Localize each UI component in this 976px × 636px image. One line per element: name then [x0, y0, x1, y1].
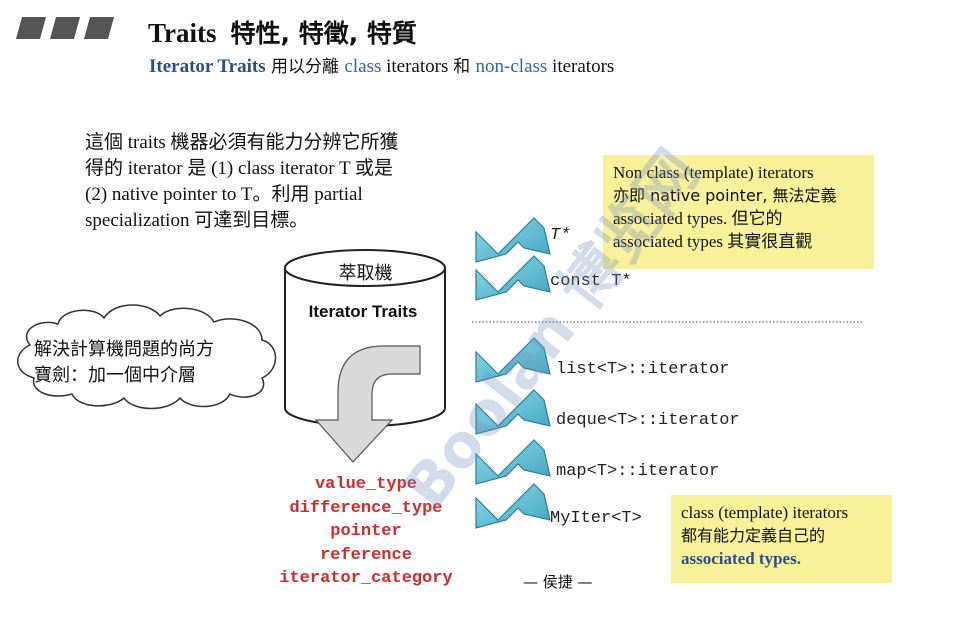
- extractor-label: 萃取機: [338, 263, 393, 284]
- page-title: Traits 特性, 特徵, 特質: [148, 14, 417, 50]
- type-label-pointer: T*: [550, 226, 571, 245]
- type-label-map-iterator: map<T>::iterator: [556, 462, 720, 481]
- subtitle: Iterator Traits 用以分離 class iterators 和 n…: [149, 52, 614, 78]
- type-label-deque-iterator: deque<T>::iterator: [556, 411, 740, 430]
- cloud-line: 解決計算機問題的尚方: [34, 339, 214, 360]
- note-line: associated types. 但它的: [613, 209, 783, 228]
- associated-type: pointer: [330, 522, 402, 541]
- subtitle-part: iterators: [547, 56, 615, 77]
- subtitle-part: non-class: [475, 56, 548, 77]
- description-line: 這個 traits 機器必須有能力分辨它所獲: [85, 132, 399, 153]
- note-line: Non class (template) iterators: [613, 163, 814, 182]
- cloud-shape: [17, 304, 277, 410]
- note-line: class (template) iterators: [681, 503, 849, 522]
- note-line: associated types.: [681, 549, 801, 568]
- subtitle-part: iterators: [381, 56, 454, 77]
- title-decoration-bars: [16, 17, 114, 39]
- description-line: 得的 iterator 是 (1) class iterator T 或是: [85, 158, 393, 179]
- description-line: specialization 可達到目標。: [85, 210, 309, 231]
- cylinder-iterator-traits: [284, 249, 446, 427]
- associated-type: reference: [320, 545, 412, 565]
- subtitle-part: class: [344, 56, 382, 77]
- type-label-const-pointer: const T*: [550, 272, 632, 291]
- subtitle-part: 用以分離: [265, 57, 345, 77]
- cloud-text: 解決計算機問題的尚方 寶劍：加一個中介層: [34, 337, 264, 389]
- cloud-line: 寶劍：加一個中介層: [34, 365, 196, 386]
- associated-types-list: value_type difference_type pointer refer…: [262, 473, 470, 591]
- note-line: 亦即 native pointer, 無法定義: [613, 186, 837, 205]
- description-paragraph: 這個 traits 機器必須有能力分辨它所獲 得的 iterator 是 (1)…: [85, 130, 465, 234]
- associated-type: difference_type: [289, 498, 443, 518]
- curved-arrow: [314, 345, 421, 463]
- note-line: 都有能力定義自己的: [681, 526, 826, 545]
- note-class-iterators: class (template) iterators 都有能力定義自己的 ass…: [671, 495, 892, 583]
- title-cjk-text: 特性, 特徵, 特質: [230, 19, 417, 48]
- associated-type: value_type: [314, 475, 418, 494]
- associated-type: iterator_category: [279, 569, 453, 588]
- subtitle-part: Iterator Traits: [149, 56, 266, 77]
- title-text: Traits: [148, 18, 217, 48]
- note-line: associated types 其實很直觀: [613, 232, 813, 251]
- cyan-arrows: [475, 217, 551, 529]
- type-label-list-iterator: list<T>::iterator: [556, 360, 730, 379]
- type-label-myiter: MyIter<T>: [550, 509, 642, 528]
- description-line: (2) native pointer to T。利用 partial: [85, 184, 363, 205]
- author-credit: — 侯捷 —: [523, 573, 593, 591]
- note-non-class-iterators: Non class (template) iterators 亦即 native…: [603, 155, 874, 269]
- iterator-traits-label: Iterator Traits: [308, 302, 418, 321]
- subtitle-part: 和: [453, 57, 476, 77]
